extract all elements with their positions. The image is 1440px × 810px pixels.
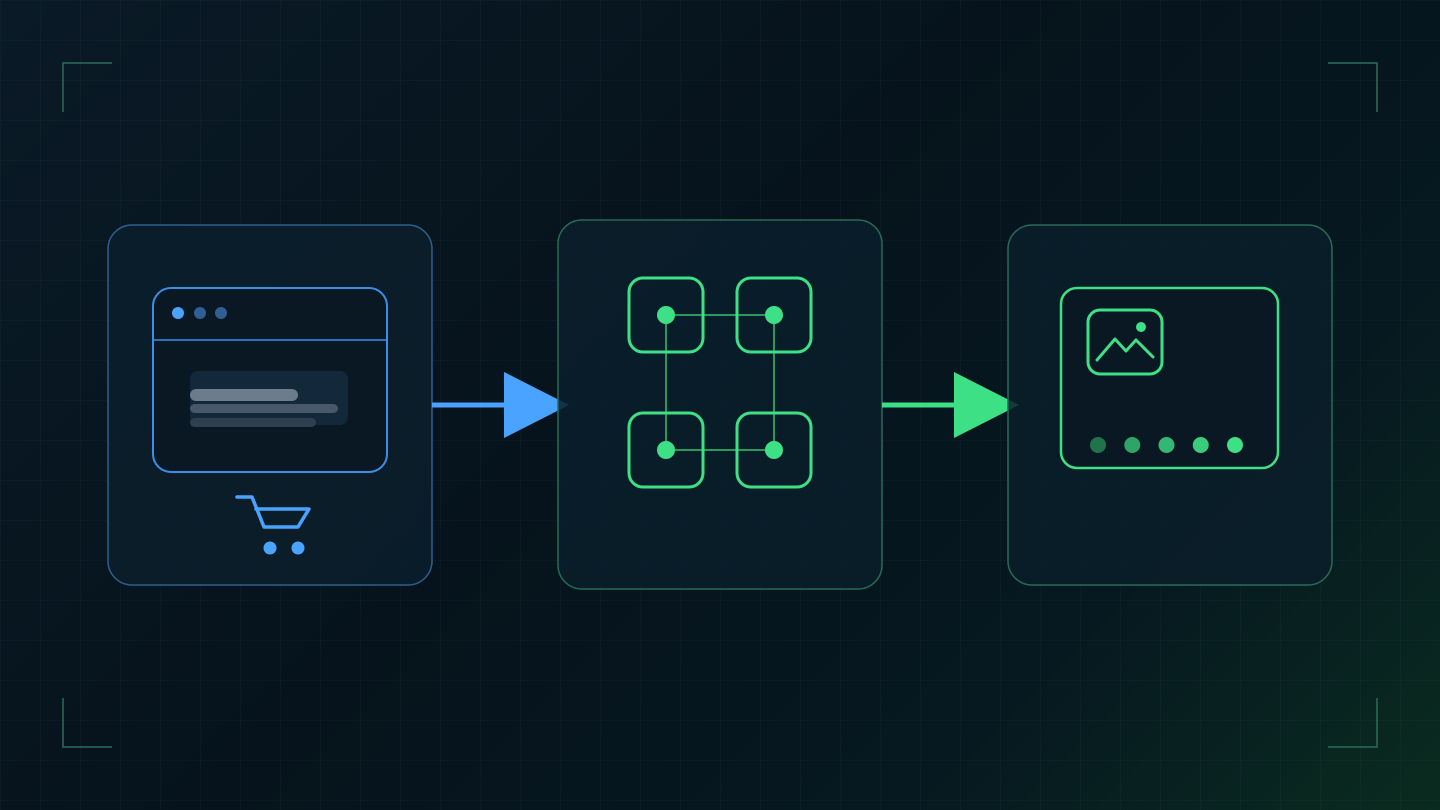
arrow-green (882, 372, 1019, 438)
browser-dot-3 (215, 307, 227, 319)
browser-window-icon (152, 287, 388, 473)
corner-bracket-top-left (62, 62, 112, 112)
carousel-dot-2 (1124, 437, 1141, 453)
arrow-blue (432, 372, 569, 438)
node-box-top-left (627, 276, 705, 354)
browser-dot-2 (194, 307, 206, 319)
carousel-dots-icon (1090, 437, 1243, 453)
shopping-cart-icon (235, 495, 311, 555)
image-icon (1086, 308, 1164, 376)
stage-image-carousel (1007, 224, 1333, 586)
corner-bracket-top-right (1328, 62, 1378, 112)
node-grid-icon (627, 276, 813, 489)
node-box-bottom-right (735, 411, 813, 489)
carousel-dot-5 (1227, 437, 1243, 453)
node-dot-top-left (657, 306, 675, 324)
node-box-top-right (735, 276, 813, 354)
content-line-3 (190, 418, 316, 427)
carousel-dot-1 (1090, 437, 1106, 453)
stage-node-network (557, 219, 883, 590)
corner-brackets (62, 62, 1378, 748)
corner-bracket-bottom-right (1328, 698, 1378, 748)
content-line-2 (190, 404, 338, 413)
carousel-dot-4 (1192, 437, 1209, 453)
stage-browser-cart (107, 224, 433, 586)
content-line-1 (190, 389, 298, 401)
node-dot-top-right (765, 306, 783, 324)
carousel-frame (1059, 286, 1280, 470)
node-dot-bottom-left (657, 441, 675, 459)
browser-dot-1 (172, 307, 184, 319)
stage-panel-node-network (557, 219, 883, 590)
carousel-dot-3 (1158, 437, 1175, 453)
corner-bracket-bottom-left (62, 698, 112, 748)
node-dot-bottom-right (765, 441, 783, 459)
node-box-bottom-left (627, 411, 705, 489)
